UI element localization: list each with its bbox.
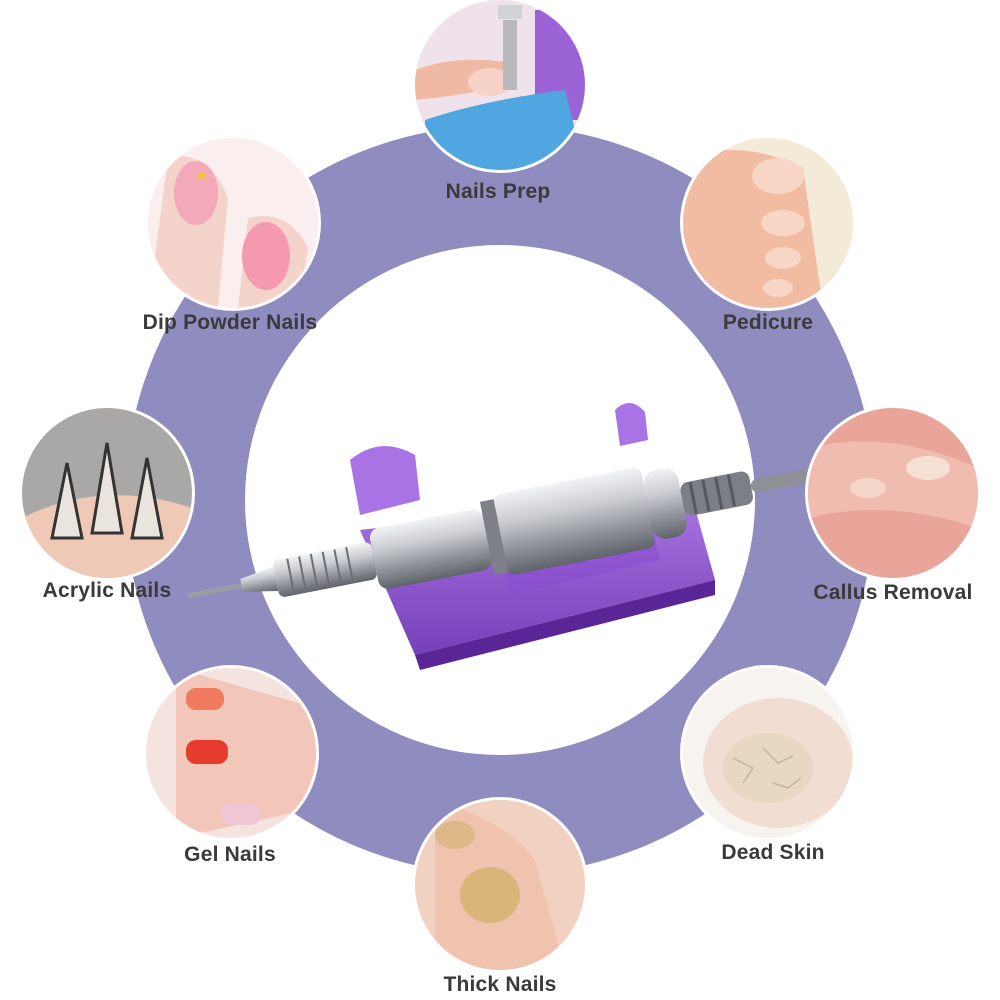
dead-skin-photo [683, 668, 853, 838]
thick-nails-label: Thick Nails [443, 973, 557, 996]
dip-powder-nails-photo: ✶ [148, 138, 318, 308]
drill-handpiece [187, 467, 820, 598]
acrylic-nails-photo [22, 408, 192, 578]
pedicure-label: Pedicure [722, 311, 814, 334]
pedicure-photo [683, 138, 853, 308]
nails-prep-photo [415, 0, 585, 170]
dip-powder-nails-label: Dip Powder Nails [142, 311, 318, 334]
callus-removal-label: Callus Removal [813, 581, 973, 604]
dead-skin-label: Dead Skin [721, 841, 825, 864]
acrylic-nails-label: Acrylic Nails [42, 579, 172, 602]
nails-prep-label: Nails Prep [445, 180, 551, 203]
thick-nails-photo [415, 800, 585, 970]
callus-removal-photo [808, 408, 978, 578]
svg-text:✶: ✶ [193, 164, 210, 188]
gel-nails-photo [146, 668, 316, 838]
nail-drill-product-image [187, 402, 820, 670]
gel-nails-label: Gel Nails [184, 843, 276, 866]
